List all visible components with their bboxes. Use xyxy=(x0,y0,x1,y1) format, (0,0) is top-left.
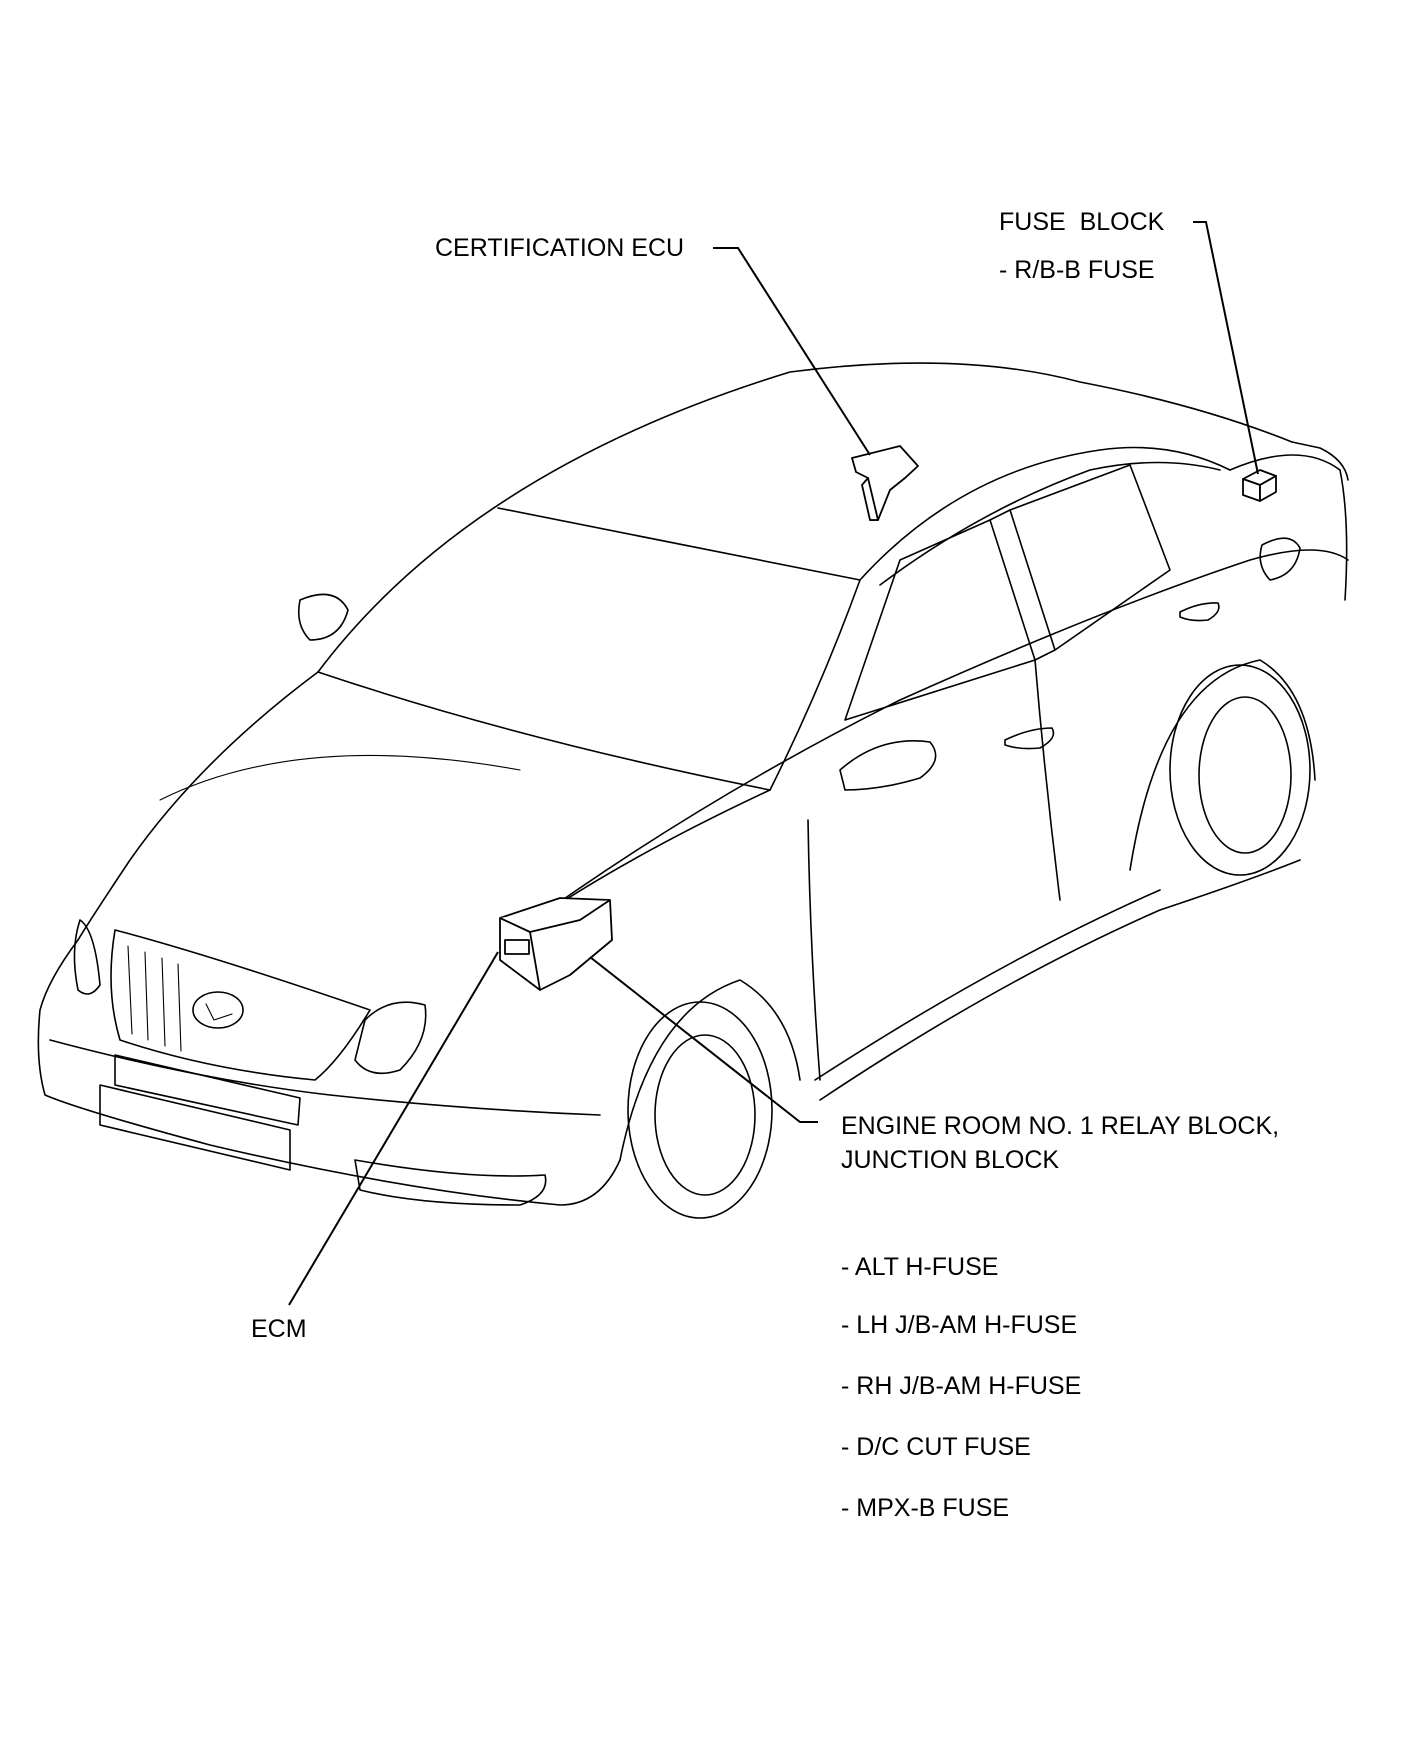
vehicle-outline xyxy=(37,362,1349,1219)
fuse-list-item: - RH J/B-AM H-FUSE xyxy=(841,1372,1082,1400)
certification-ecu-label: CERTIFICATION ECU xyxy=(435,234,685,262)
ecm-label: ECM xyxy=(251,1315,307,1343)
fuse-block-label: FUSE BLOCK xyxy=(999,208,1165,236)
junction-block-label: JUNCTION BLOCK xyxy=(841,1146,1060,1174)
fuse-block-item: - R/B-B FUSE xyxy=(999,256,1155,284)
fuse-list-item: - D/C CUT FUSE xyxy=(841,1433,1031,1461)
certification-ecu-shape xyxy=(851,445,919,521)
leader-ecm xyxy=(288,951,499,1306)
fuse-block-shape xyxy=(1242,469,1277,502)
fuse-list-item: - ALT H-FUSE xyxy=(841,1253,999,1281)
engine-room-relay-block-shape xyxy=(499,897,613,991)
engine-room-relay-block-label: ENGINE ROOM NO. 1 RELAY BLOCK, xyxy=(841,1112,1280,1140)
fuse-list-item: - MPX-B FUSE xyxy=(841,1494,1010,1522)
fuse-list-item: - LH J/B-AM H-FUSE xyxy=(841,1311,1078,1339)
leader-lines xyxy=(288,221,1259,1306)
leader-fuse-block xyxy=(1193,221,1259,475)
leader-certification-ecu xyxy=(713,247,871,456)
leader-engine-room xyxy=(589,956,818,1123)
